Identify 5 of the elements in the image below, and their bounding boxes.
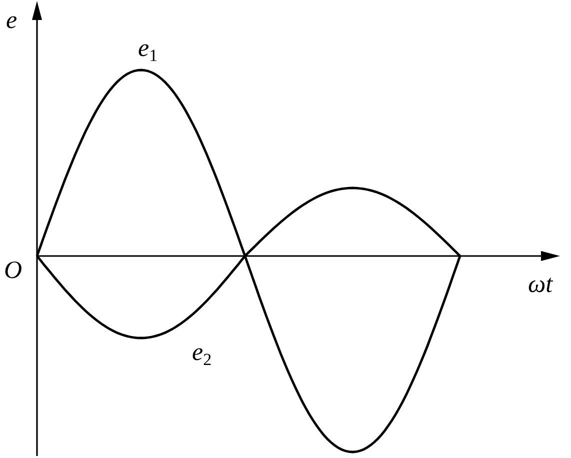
curve-label: e$_{2}$ xyxy=(192,340,212,368)
curve-label: e$_{1}$ xyxy=(138,36,158,64)
axis-label: ωt xyxy=(528,272,553,297)
axis-label: e xyxy=(6,8,18,33)
origin-label: O xyxy=(4,258,22,283)
